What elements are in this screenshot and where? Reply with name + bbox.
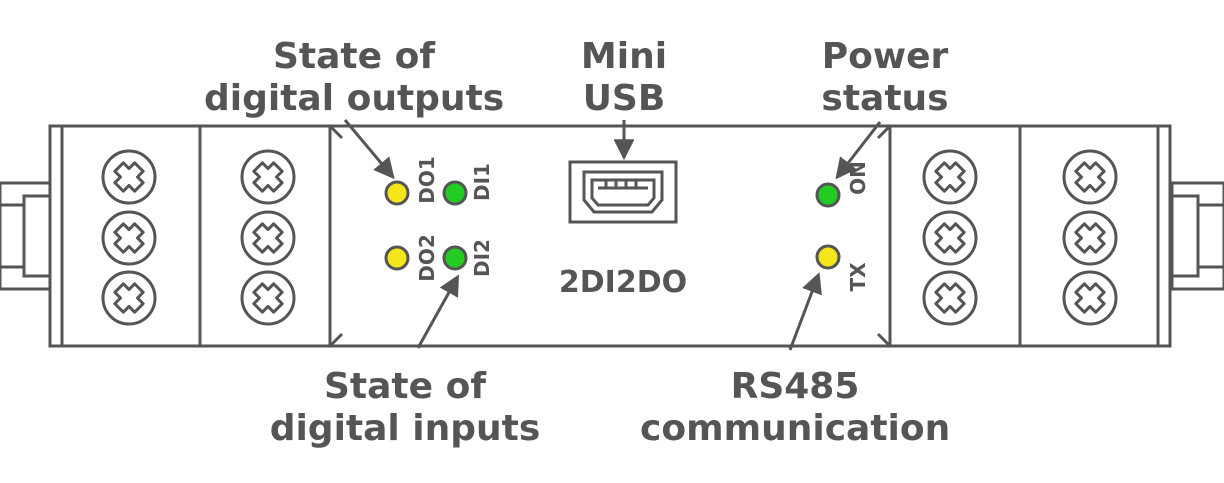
callout-usb-line2: USB [582, 78, 666, 119]
screw-icon [240, 149, 296, 205]
housing [48, 124, 1172, 348]
terminal-block-3 [922, 149, 978, 326]
callout-power-line1: Power [821, 36, 949, 77]
terminal-block-1 [101, 149, 157, 326]
screw-icon [240, 210, 296, 266]
left-din-connector [0, 181, 52, 291]
model-label: 2DI2DO [559, 265, 687, 300]
screw-icon [922, 270, 978, 326]
callout-outputs-line2: digital outputs [204, 78, 505, 119]
led-label-on: ON [846, 161, 870, 195]
callout-inputs-line1: State of [324, 366, 486, 407]
callout-power-line2: status [821, 78, 949, 119]
callout-mini-usb: Mini USB [554, 36, 694, 120]
led-on [815, 182, 841, 208]
led-label-do1: DO1 [415, 156, 439, 204]
callout-outputs-line1: State of [273, 36, 435, 77]
screw-icon [922, 149, 978, 205]
led-tx [815, 244, 841, 270]
led-label-tx: TX [846, 262, 870, 292]
screw-icon [922, 210, 978, 266]
arrow-inputs [416, 274, 460, 349]
arrow-rs485 [788, 272, 822, 351]
screw-icon [240, 270, 296, 326]
callout-inputs-line2: digital inputs [269, 408, 541, 449]
callout-power-status: Power status [805, 36, 965, 120]
arrow-power [835, 121, 882, 180]
callout-digital-inputs: State of digital inputs [260, 366, 550, 450]
screw-icon [101, 210, 157, 266]
callout-rs485-line1: RS485 [730, 366, 860, 407]
led-label-di1: DI1 [470, 163, 494, 201]
screw-icon [101, 270, 157, 326]
led-label-di2: DI2 [470, 239, 494, 277]
led-do2 [384, 245, 410, 271]
callout-usb-line1: Mini [580, 36, 668, 77]
right-din-connector [1170, 181, 1224, 291]
screw-icon [101, 149, 157, 205]
screw-icon [1062, 270, 1118, 326]
terminal-block-4 [1062, 149, 1118, 326]
callout-rs485-line2: communication [640, 408, 951, 449]
callout-digital-outputs: State of digital outputs [204, 36, 504, 120]
terminal-block-2 [240, 149, 296, 326]
mini-usb-port-icon [568, 160, 678, 224]
screw-icon [1062, 149, 1118, 205]
arrow-outputs [343, 119, 395, 180]
led-label-do2: DO2 [415, 234, 439, 282]
led-di1 [442, 180, 468, 206]
screw-icon [1062, 210, 1118, 266]
callout-rs485: RS485 communication [640, 366, 950, 450]
led-di2 [442, 245, 468, 271]
callout-arrows [343, 119, 882, 351]
led-do1 [384, 180, 410, 206]
